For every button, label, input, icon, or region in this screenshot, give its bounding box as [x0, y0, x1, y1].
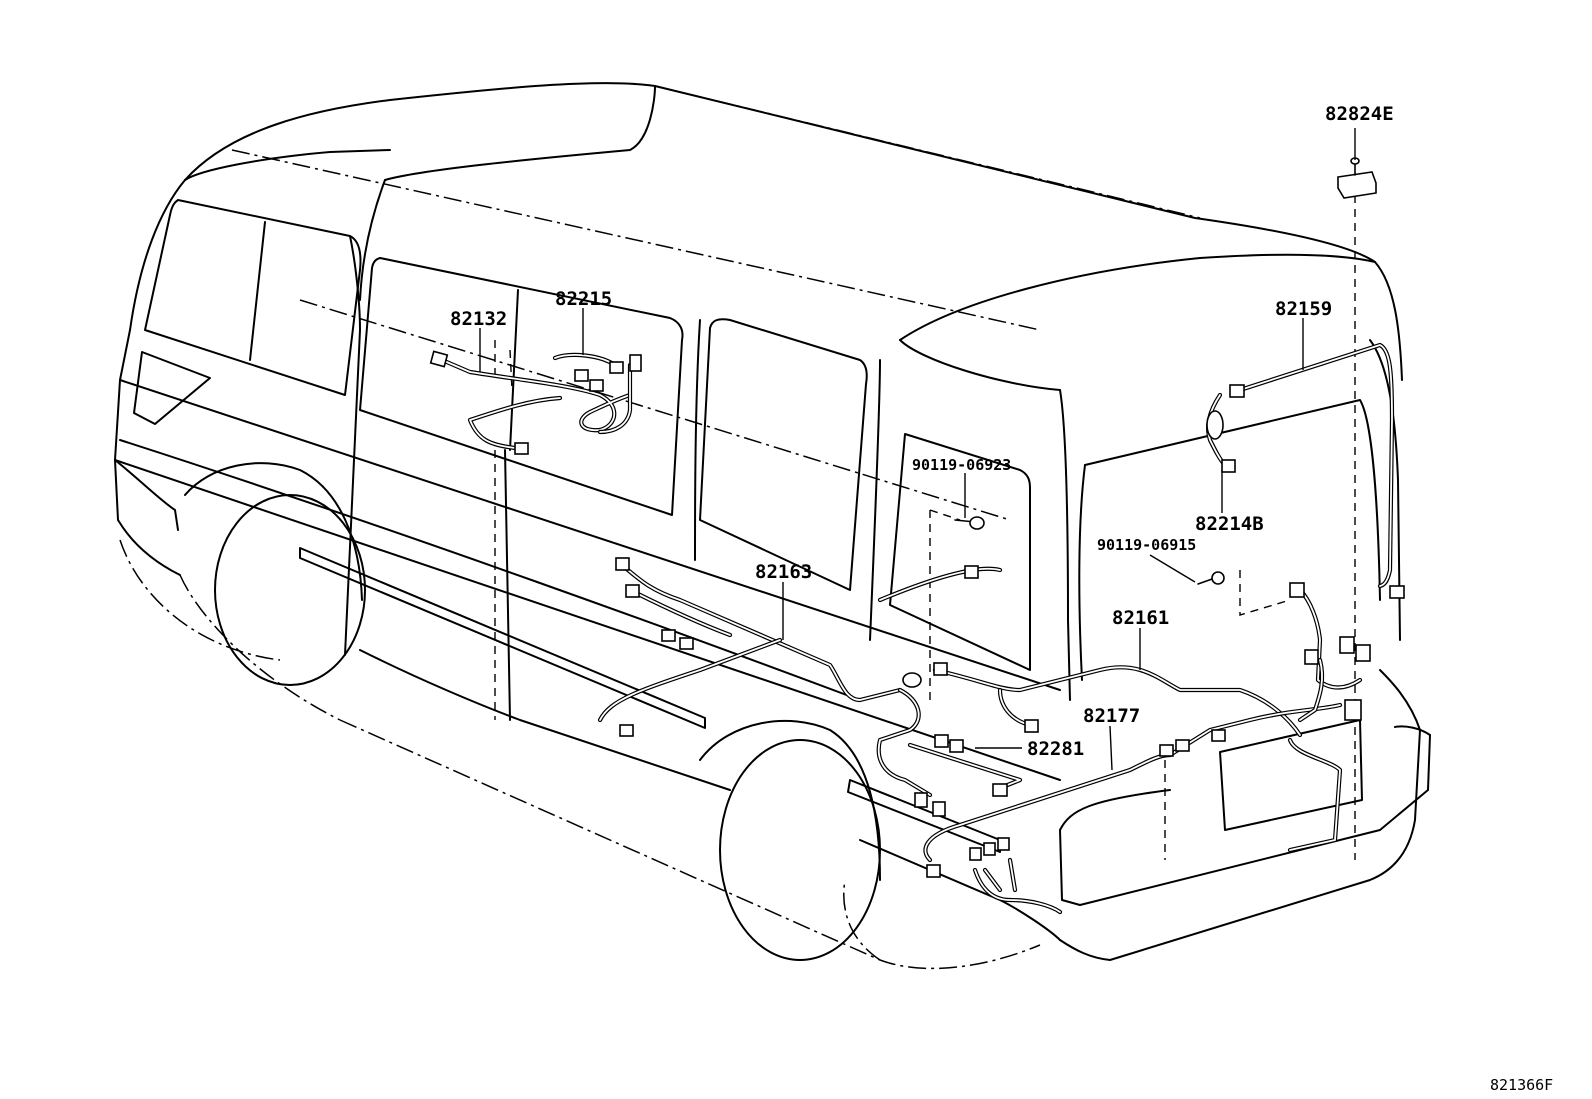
label-82824E: 82824E: [1325, 103, 1394, 125]
van-body: [114, 82, 1431, 970]
label-82177: 82177: [1083, 705, 1140, 727]
label-90119-06915: 90119-06915: [1097, 536, 1196, 554]
label-82281: 82281: [1027, 738, 1084, 760]
part-labels: 82824E 82159 82215 82132 90119-06923 822…: [450, 103, 1553, 1094]
label-82132: 82132: [450, 308, 507, 330]
label-82161: 82161: [1112, 607, 1169, 629]
label-82214B: 82214B: [1195, 513, 1264, 535]
label-82159: 82159: [1275, 298, 1332, 320]
figure-reference: 821366F: [1490, 1076, 1553, 1094]
phantom-lines: [494, 195, 1356, 860]
wiring-harnesses: [439, 342, 1395, 915]
leader-lines: [479, 128, 1356, 771]
connectors: [429, 157, 1405, 878]
label-90119-06923: 90119-06923: [912, 456, 1011, 474]
label-82163: 82163: [755, 561, 812, 583]
label-82215: 82215: [555, 288, 612, 310]
